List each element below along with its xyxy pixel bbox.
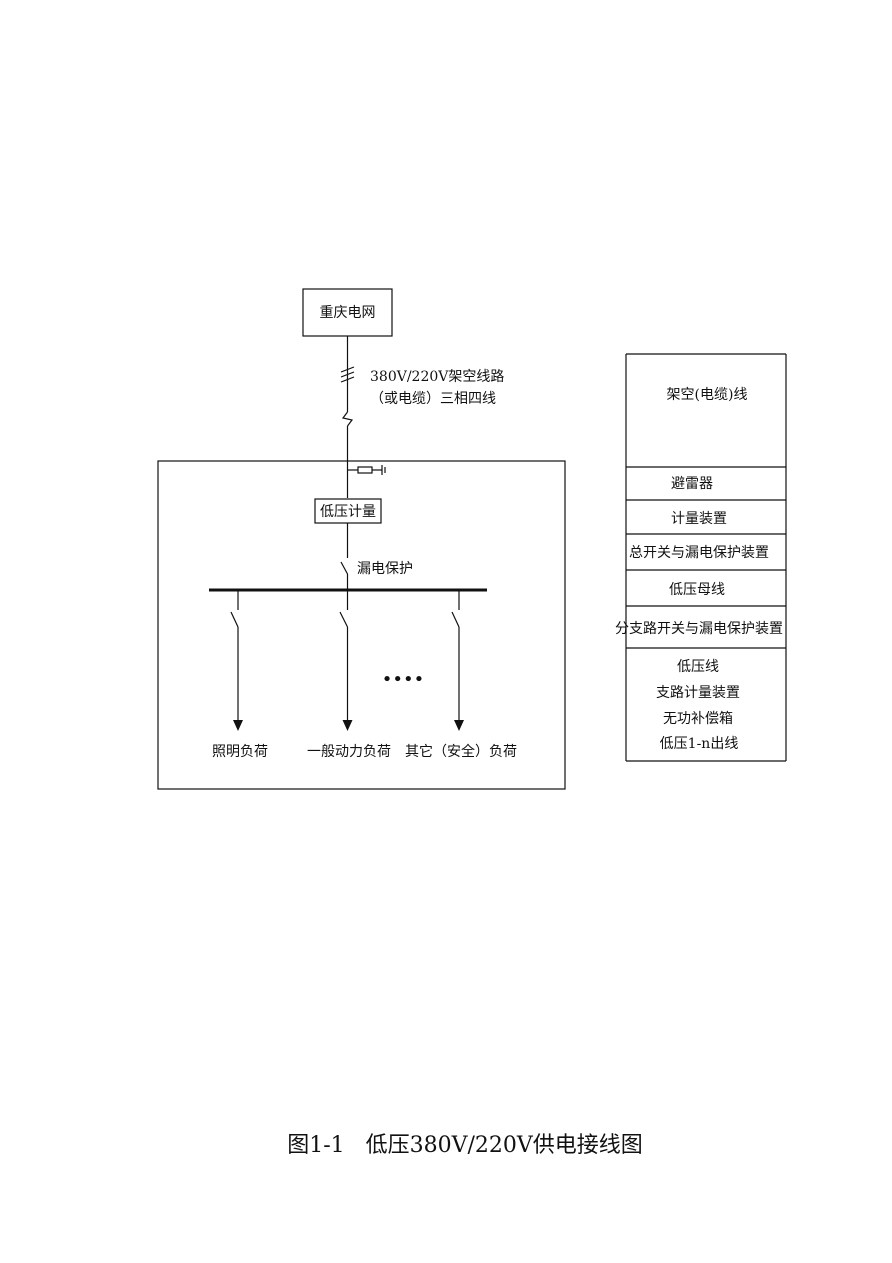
grid-source-label: 重庆电网: [320, 305, 376, 321]
load-label-1: 照明负荷: [212, 744, 268, 760]
legend-row-branch-meter: 支路计量装置: [656, 685, 740, 701]
distribution-enclosure: [157, 460, 566, 790]
legend-row-outgoing-lines: 低压1-n出线: [660, 736, 739, 752]
figure-caption: 图1-1 低压380V/220V供电接线图: [287, 1133, 643, 1158]
legend-table: [625, 353, 787, 762]
branch-2-switch-icon: [339, 611, 349, 628]
branch-1-switch-icon: [230, 611, 239, 628]
branch-2: [339, 590, 353, 731]
branch-3-switch-icon: [451, 611, 460, 628]
meter-box-label: 低压计量: [320, 504, 376, 520]
legend-row-meter: 计量装置: [671, 511, 727, 527]
branch-2-arrow-icon: [342, 720, 353, 731]
three-phase-ticks-icon: [340, 366, 355, 383]
legend-row-busbar: 低压母线: [669, 582, 725, 598]
line-label-1: 380V/220V架空线路: [370, 369, 504, 385]
branch-3-arrow-icon: [454, 720, 464, 731]
branch-1: [230, 590, 243, 731]
lightning-arrester-icon: [347, 465, 386, 475]
legend-row-main-switch: 总开关与漏电保护装置: [629, 545, 769, 561]
legend-row-overhead-line: 架空(电缆)线: [667, 387, 748, 403]
leakage-label: 漏电保护: [357, 561, 413, 577]
branch-3: [451, 590, 464, 731]
line-break-icon: [341, 411, 354, 427]
line-label-2: （或电缆）三相四线: [370, 391, 496, 407]
more-branches-dots: ••••: [382, 669, 424, 690]
branch-1-arrow-icon: [233, 720, 243, 731]
leakage-switch-icon: [340, 561, 349, 575]
legend-row-reactive-box: 无功补偿箱: [663, 711, 733, 727]
legend-row-branch-switch: 分支路开关与漏电保护装置: [615, 621, 783, 637]
legend-row-lv-line: 低压线: [677, 659, 719, 675]
load-label-3: 其它（安全）负荷: [405, 743, 517, 760]
legend-row-arrester: 避雷器: [671, 476, 713, 492]
load-label-2: 一般动力负荷: [307, 744, 391, 760]
